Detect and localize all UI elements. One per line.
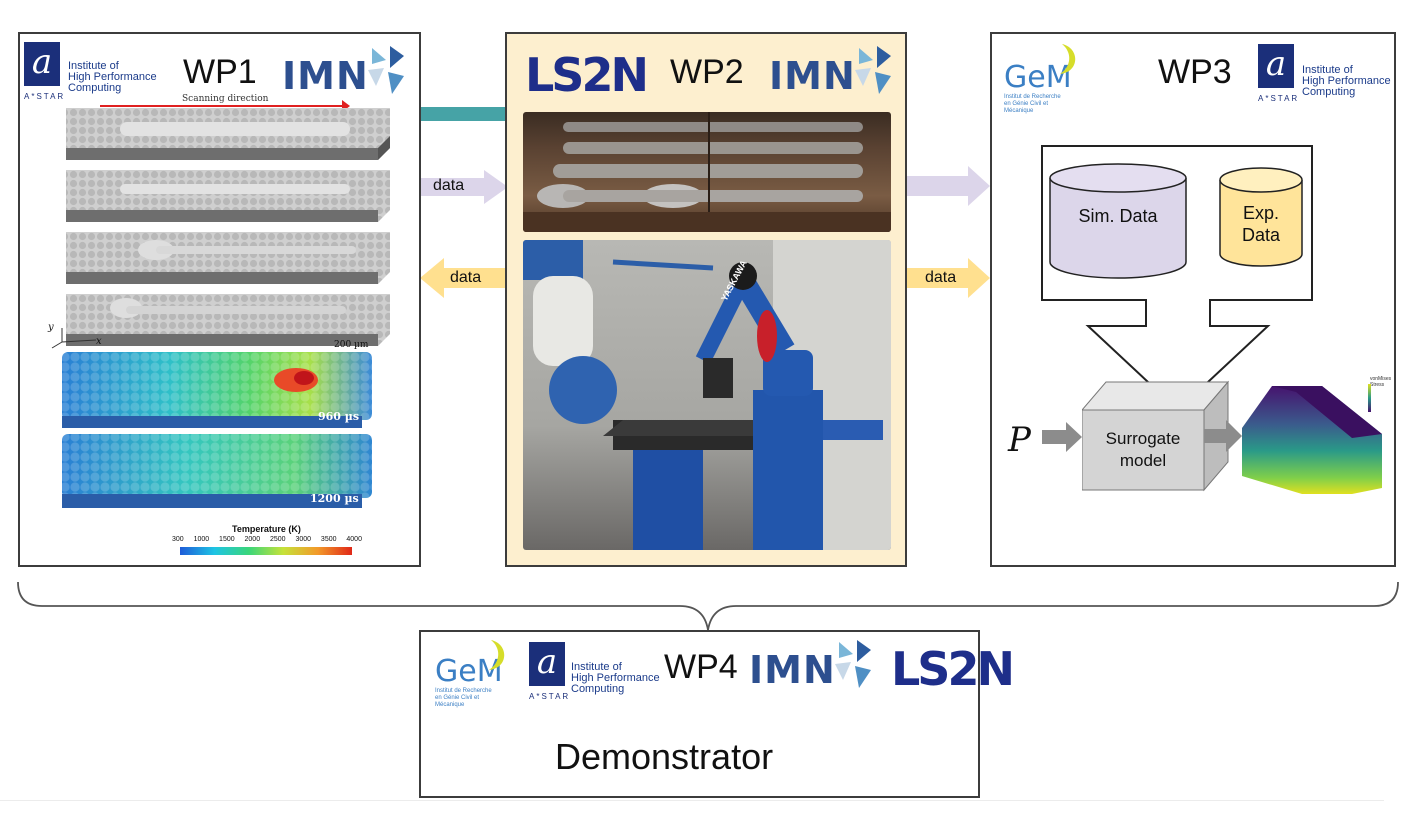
- colorbar-tick: 3500: [320, 536, 337, 543]
- gem-logo-subtitle: Institut de Recherche en Génie Civil et …: [435, 688, 492, 708]
- wp4-box: GeM Institut de Recherche en Génie Civil…: [419, 630, 1015, 798]
- weld-beads: [523, 112, 891, 232]
- exp-data-cylinder: [1219, 167, 1303, 267]
- astar-logo-mark: a: [24, 42, 60, 86]
- scan-direction-label: Scanning direction: [182, 94, 269, 104]
- colorbar: [180, 547, 352, 555]
- astar-logo-mark: a: [529, 642, 565, 686]
- ls2n-logo: LS2N: [891, 642, 1015, 696]
- wp2-box: LS2N WP2 IMN: [505, 32, 907, 567]
- imn-logo-icon: [368, 46, 404, 94]
- wp4-title: WP4: [664, 648, 738, 686]
- colorbar-title: Temperature (K): [232, 524, 301, 534]
- time-label-2: 1200 µs: [310, 492, 359, 505]
- ihpc-logo-text: Institute of High Performance Computing: [571, 661, 660, 695]
- wp1-wp2-connector: [420, 107, 506, 121]
- wp3-box: GeM Institut de Recherche en Génie Civil…: [990, 32, 1396, 567]
- wp1-title: WP1: [183, 53, 257, 91]
- colorbar-tick: 2000: [244, 536, 261, 543]
- arrow-wp1-to-wp2: [420, 170, 508, 204]
- gem-logo: GeM: [435, 654, 503, 689]
- axis-triad: [51, 328, 97, 349]
- imn-logo: IMN: [749, 648, 836, 692]
- arrow-label-wp2-wp1: data: [450, 269, 482, 286]
- demonstrator-label: Demonstrator: [555, 736, 774, 777]
- ls2n-logo: LS2N: [525, 48, 649, 102]
- astar-logo-text: A*STAR: [529, 692, 571, 701]
- temperature-renders: [62, 352, 372, 508]
- colorbar-tick: 3000: [295, 536, 312, 543]
- astar-logo-text: A*STAR: [1258, 94, 1300, 103]
- arrow-wp2-to-wp1: [420, 258, 506, 298]
- sim-data-label: Sim. Data: [1078, 206, 1158, 226]
- bottom-divider: [0, 800, 1384, 801]
- surrogate-model-label: Surrogate model: [1105, 429, 1181, 470]
- wp3-title: WP3: [1158, 53, 1232, 91]
- arrow-p-to-surrogate: [1042, 422, 1082, 452]
- grouping-brace: [17, 581, 1399, 631]
- axis-x-label: x: [96, 336, 102, 347]
- wp2-title: WP2: [670, 53, 744, 91]
- arrow-label-wp2-wp3: data: [925, 269, 957, 286]
- wp1-box: a A*STAR Institute of High Performance C…: [18, 32, 421, 567]
- arrow-surrogate-to-output: [1204, 420, 1242, 452]
- imn-logo: IMN: [282, 54, 369, 98]
- ihpc-logo-text: Institute of High Performance Computing: [68, 60, 157, 94]
- stress-legend-bar: [1368, 384, 1371, 412]
- colorbar-tick: 1000: [193, 536, 210, 543]
- arrow-wp2-to-wp3-top: [906, 166, 990, 206]
- gem-logo-moon: [1060, 44, 1076, 74]
- imn-logo-icon: [835, 640, 871, 688]
- robot-welding-cell-photo: YASKAWA: [523, 240, 891, 550]
- astar-logo-text: A*STAR: [24, 92, 66, 101]
- stress-result-render: [1242, 386, 1382, 494]
- arrow-label-wp1-wp2: data: [433, 177, 465, 194]
- scan-direction-arrow: [100, 105, 346, 107]
- colorbar-tick: 2500: [269, 536, 286, 543]
- colorbar-tick: 4000: [346, 536, 362, 543]
- stress-legend-title: vonMises Stress: [1370, 376, 1392, 388]
- colorbar-tick: 1500: [219, 536, 235, 543]
- arrow-wp2-to-wp3: [906, 258, 990, 298]
- imn-logo: IMN: [769, 54, 856, 98]
- colorbar-tick: 300: [172, 536, 184, 543]
- input-parameter-p: P: [1008, 420, 1031, 460]
- gem-logo-subtitle: Institut de Recherche en Génie Civil et …: [1004, 94, 1061, 114]
- gem-logo-moon: [489, 640, 505, 670]
- sim-data-cylinder: [1049, 163, 1187, 279]
- robot-illustration: [523, 240, 891, 550]
- powder-bed-renders: [66, 108, 390, 346]
- axis-y-label: y: [48, 322, 54, 333]
- scale-bar-label: 200 µm: [334, 340, 369, 350]
- imn-logo-icon: [855, 46, 891, 94]
- scan-arrow-head: [342, 100, 350, 112]
- astar-logo-mark: a: [1258, 44, 1294, 88]
- colorbar-ticks: 300 1000 1500 2000 2500 3000 3500 4000: [172, 536, 362, 543]
- gem-logo: GeM: [1004, 60, 1072, 95]
- exp-data-label: Exp. Data: [1241, 203, 1281, 245]
- time-label-1: 960 µs: [318, 410, 360, 423]
- ihpc-logo-text: Institute of High Performance Computing: [1302, 64, 1391, 98]
- weld-samples-photo: [523, 112, 891, 232]
